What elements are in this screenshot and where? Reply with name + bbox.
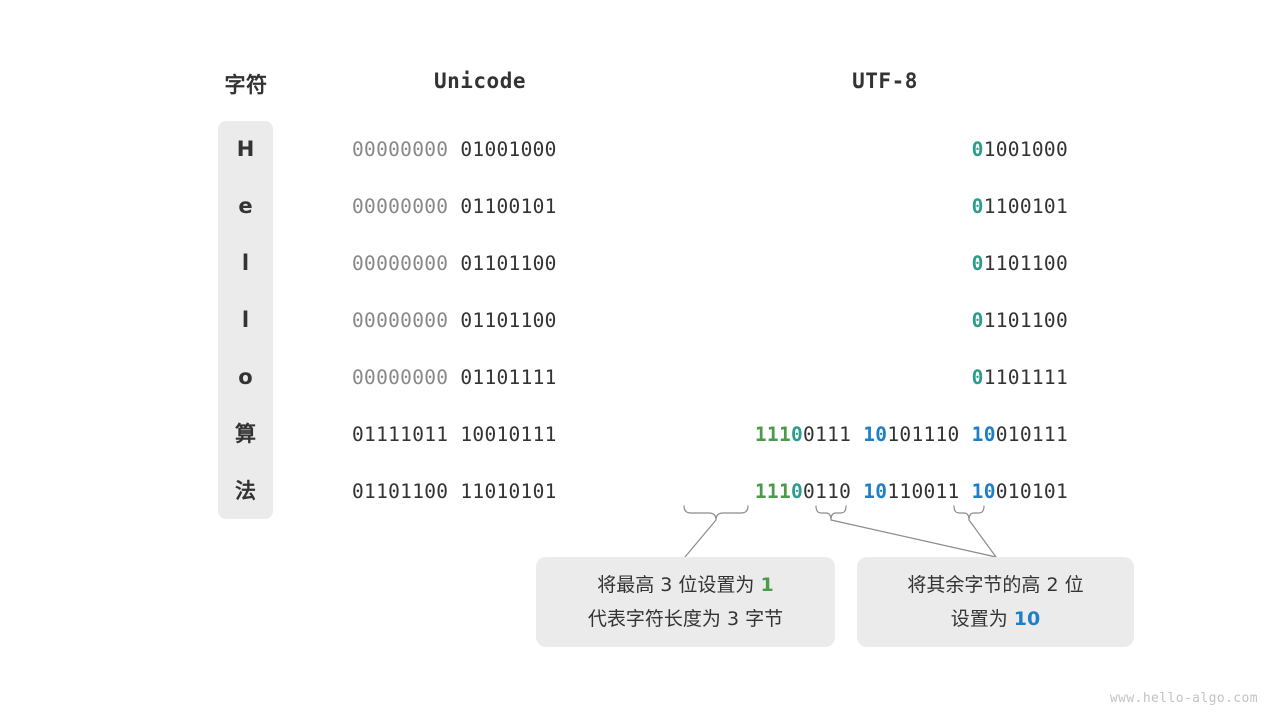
byte-gap <box>960 480 972 503</box>
leader-line-left-callout <box>684 519 717 558</box>
row-character: l <box>241 308 250 332</box>
table-row: e 00000000 01100101 01100101 <box>0 178 1280 235</box>
row-utf8-bits: 01101100 <box>620 292 1068 349</box>
unicode-high-byte: 00000000 <box>352 252 449 275</box>
utf8-byte2-payload: 101110 <box>887 423 960 446</box>
utf8-payload-bits: 1101100 <box>983 252 1068 275</box>
utf8-lead-bit: 0 <box>971 138 984 161</box>
column-header-utf8: UTF-8 <box>852 69 918 93</box>
row-character: 算 <box>235 422 256 446</box>
utf8-byte1-payload: 0111 <box>803 423 852 446</box>
unicode-bits: 01111011 10010111 <box>352 423 557 446</box>
unicode-high-byte: 00000000 <box>352 195 449 218</box>
byte-gap <box>960 423 972 446</box>
leader-line-right-callout-a <box>830 519 997 558</box>
utf8-lead-bit: 0 <box>971 195 984 218</box>
callout-right-line1: 将其余字节的高 2 位 <box>907 574 1084 596</box>
utf8-byte3-payload: 010101 <box>995 480 1068 503</box>
row-unicode-bits: 00000000 01101100 <box>352 292 608 349</box>
utf8-byte3-payload: 010111 <box>995 423 1068 446</box>
table-row: l 00000000 01101100 01101100 <box>0 235 1280 292</box>
row-unicode-bits: 00000000 01001000 <box>352 121 608 178</box>
utf8-byte2-payload: 110011 <box>887 480 960 503</box>
utf8-byte1-payload: 0110 <box>803 480 852 503</box>
unicode-low-byte: 01101111 <box>448 366 557 389</box>
row-unicode-bits: 01101100 11010101 <box>352 463 608 520</box>
row-character: 法 <box>235 479 256 503</box>
byte-gap <box>851 423 863 446</box>
utf8-continuation-prefix: 10 <box>971 423 996 446</box>
table-row: 法 01101100 11010101 11100110 10110011 10… <box>0 463 1280 520</box>
unicode-low-byte: 01101100 <box>448 252 557 275</box>
callout-left-line1-text: 将最高 3 位设置为 <box>597 574 761 596</box>
unicode-high-byte: 00000000 <box>352 309 449 332</box>
utf8-payload-bits: 1001000 <box>983 138 1068 161</box>
byte-gap <box>851 480 863 503</box>
callout-right-highlight: 10 <box>1013 608 1041 630</box>
utf8-lead-bit: 0 <box>971 252 984 275</box>
callout-length-prefix: 将最高 3 位设置为 1 代表字符长度为 3 字节 <box>536 557 835 647</box>
callout-right-line2: 设置为 10 <box>951 602 1041 636</box>
utf8-length-prefix-bits: 111 <box>754 480 791 503</box>
row-utf8-bits: 01101100 <box>620 235 1068 292</box>
row-utf8-bits: 01101111 <box>620 349 1068 406</box>
row-character: l <box>241 251 250 275</box>
table-row: 算 01111011 10010111 11100111 10101110 10… <box>0 406 1280 463</box>
utf8-lead-bit: 0 <box>971 309 984 332</box>
row-utf8-bits: 01001000 <box>620 121 1068 178</box>
leader-line-right-callout-b <box>968 519 997 558</box>
row-unicode-bits: 00000000 01101111 <box>352 349 608 406</box>
callout-left-line2: 代表字符长度为 3 字节 <box>587 608 784 630</box>
utf8-continuation-prefix: 10 <box>971 480 996 503</box>
row-unicode-bits: 00000000 01100101 <box>352 178 608 235</box>
row-character: H <box>236 137 255 161</box>
row-unicode-bits: 01111011 10010111 <box>352 406 608 463</box>
callout-left-highlight: 1 <box>760 574 774 596</box>
table-row: l 00000000 01101100 01101100 <box>0 292 1280 349</box>
row-utf8-bits: 01100101 <box>620 178 1068 235</box>
utf8-continuation-prefix: 10 <box>863 423 888 446</box>
character-column-panel <box>218 121 273 519</box>
utf8-length-prefix-bits: 111 <box>754 423 791 446</box>
watermark: www.hello-algo.com <box>1109 691 1258 706</box>
utf8-payload-bits: 1101111 <box>983 366 1068 389</box>
utf8-prefix-terminator-bit: 0 <box>791 480 804 503</box>
unicode-low-byte: 01101100 <box>448 309 557 332</box>
utf8-continuation-prefix: 10 <box>863 480 888 503</box>
unicode-bits: 01101100 11010101 <box>352 480 557 503</box>
column-header-character: 字符 <box>224 73 268 97</box>
unicode-low-byte: 01100101 <box>448 195 557 218</box>
column-header-unicode: Unicode <box>433 69 526 93</box>
row-character: e <box>238 194 253 218</box>
callout-continuation-prefix: 将其余字节的高 2 位 设置为 10 <box>857 557 1134 647</box>
unicode-high-byte: 00000000 <box>352 138 449 161</box>
row-utf8-bits: 11100110 10110011 10010101 <box>620 463 1068 520</box>
unicode-high-byte: 00000000 <box>352 366 449 389</box>
utf8-payload-bits: 1100101 <box>983 195 1068 218</box>
callout-right-line2-text: 设置为 <box>950 608 1014 630</box>
table-row: H 00000000 01001000 01001000 <box>0 121 1280 178</box>
row-utf8-bits: 11100111 10101110 10010111 <box>620 406 1068 463</box>
utf8-prefix-terminator-bit: 0 <box>791 423 804 446</box>
row-unicode-bits: 00000000 01101100 <box>352 235 608 292</box>
callout-left-line1: 将最高 3 位设置为 1 <box>597 568 773 602</box>
table-row: o 00000000 01101111 01101111 <box>0 349 1280 406</box>
row-character: o <box>238 365 253 389</box>
utf8-lead-bit: 0 <box>971 366 984 389</box>
utf8-payload-bits: 1101100 <box>983 309 1068 332</box>
unicode-low-byte: 01001000 <box>448 138 557 161</box>
